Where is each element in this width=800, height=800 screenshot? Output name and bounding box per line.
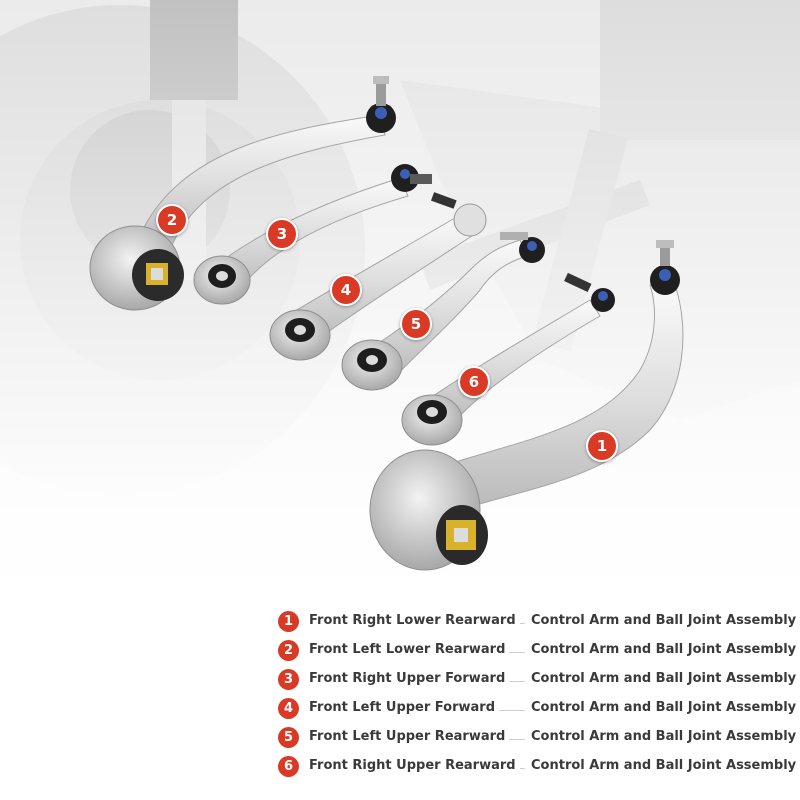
control-arm-4 [269,192,487,361]
callout-number-badge: 3 [266,218,298,250]
legend-number-badge: 3 [278,669,299,690]
legend-row: 5 Front Left Upper Rearward Control Arm … [276,726,796,750]
legend-description-label: Control Arm and Ball Joint Assembly [531,729,797,744]
leader-line [520,768,525,769]
legend-number-badge: 1 [278,611,299,632]
leader-line [499,710,525,711]
legend-position-label: Front Right Upper Rearward [309,758,516,773]
legend-number-badge: 4 [278,698,299,719]
callout-number-badge: 1 [586,430,618,462]
legend-description-label: Control Arm and Ball Joint Assembly [531,642,797,657]
legend-number-badge: 6 [278,756,299,777]
legend-position-label: Front Left Upper Forward [309,700,495,715]
control-arm-2 [89,76,396,311]
callout-number-badge: 6 [458,366,490,398]
suspension-scene [0,0,800,600]
legend-row: 3 Front Right Upper Forward Control Arm … [276,668,796,692]
leader-line [509,652,525,653]
control-arm-5 [341,232,545,391]
legend-row: 4 Front Left Upper Forward Control Arm a… [276,697,796,721]
leader-line [509,739,525,740]
legend-position-label: Front Right Lower Rearward [309,613,516,628]
legend-description-label: Control Arm and Ball Joint Assembly [531,700,797,715]
leader-line [520,623,525,624]
leader-line [509,681,525,682]
callout-number-badge: 2 [156,204,188,236]
legend-number-badge: 5 [278,727,299,748]
callout-number-badge: 5 [400,308,432,340]
legend-row: 2 Front Left Lower Rearward Control Arm … [276,639,796,663]
control-arm-1 [369,240,684,571]
legend-row: 6 Front Right Upper Rearward Control Arm… [276,755,796,779]
callout-number-badge: 4 [330,274,362,306]
legend-number-badge: 2 [278,640,299,661]
legend-description-label: Control Arm and Ball Joint Assembly [531,613,797,628]
control-arm-3 [193,164,432,305]
legend-description-label: Control Arm and Ball Joint Assembly [531,758,797,773]
legend-description-label: Control Arm and Ball Joint Assembly [531,671,797,686]
legend-position-label: Front Left Lower Rearward [309,642,506,657]
legend-position-label: Front Left Upper Rearward [309,729,506,744]
legend-row: 1 Front Right Lower Rearward Control Arm… [276,610,796,634]
legend-position-label: Front Right Upper Forward [309,671,506,686]
